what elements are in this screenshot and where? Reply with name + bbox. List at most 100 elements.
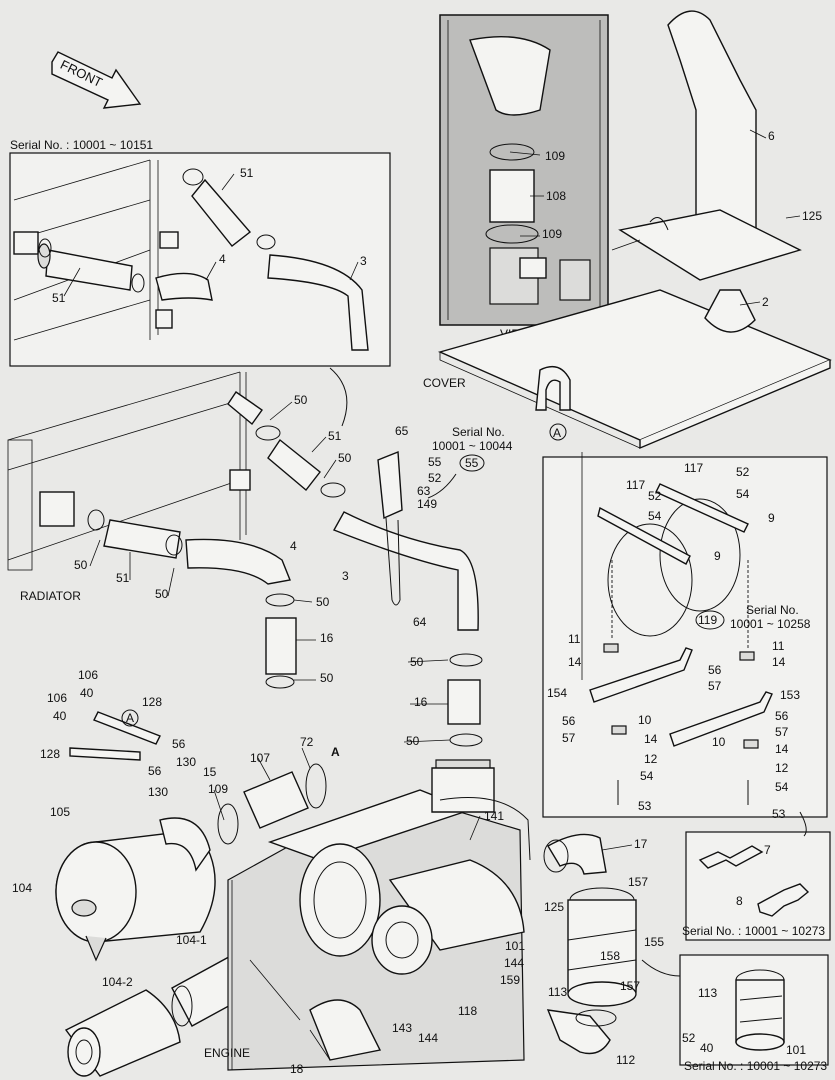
callout-54: 54 bbox=[640, 769, 654, 783]
callout-130: 130 bbox=[148, 785, 168, 799]
callout-52: 52 bbox=[428, 471, 442, 485]
callout-104: 104 bbox=[12, 881, 32, 895]
callout-40: 40 bbox=[80, 686, 94, 700]
callout-101: 101 bbox=[786, 1043, 806, 1057]
air-cleaner bbox=[55, 817, 216, 962]
callout-17: 17 bbox=[634, 837, 648, 851]
callout-106: 106 bbox=[78, 668, 98, 682]
callout-56: 56 bbox=[148, 764, 162, 778]
serial-bracket: Serial No. : 10001 ~ 10273 bbox=[682, 924, 825, 938]
callout-54: 54 bbox=[775, 780, 789, 794]
callout-65: 65 bbox=[395, 424, 409, 438]
callout-64: 64 bbox=[413, 615, 427, 629]
swoosh-arrow bbox=[427, 473, 457, 499]
callout-14: 14 bbox=[775, 742, 789, 756]
filter-element-outer bbox=[64, 989, 181, 1077]
callout-117: 117 bbox=[684, 461, 703, 475]
callout-10: 10 bbox=[712, 735, 726, 749]
callout-18: 18 bbox=[290, 1062, 304, 1076]
callout-4: 4 bbox=[290, 539, 297, 553]
callout-104-1: 104-1 bbox=[176, 933, 207, 947]
main-hoses bbox=[87, 391, 479, 631]
callout-10: 10 bbox=[638, 713, 652, 727]
callout-40: 40 bbox=[53, 709, 67, 723]
callout-51: 51 bbox=[328, 429, 342, 443]
inset-hoses bbox=[37, 168, 369, 351]
callout-3: 3 bbox=[360, 254, 367, 268]
engine-assembly bbox=[227, 767, 531, 1071]
front-arrow: FRONT bbox=[51, 51, 142, 109]
callout-50: 50 bbox=[316, 595, 330, 609]
callout-117: 117 bbox=[626, 478, 645, 492]
callout-54: 54 bbox=[648, 509, 662, 523]
radiator-sketch bbox=[7, 371, 251, 571]
callout-53: 53 bbox=[772, 807, 786, 821]
support-brackets bbox=[589, 560, 773, 805]
callout-144: 144 bbox=[418, 1031, 438, 1045]
callout-9: 9 bbox=[714, 549, 721, 563]
inset-radiator-sketch bbox=[13, 159, 179, 341]
callout-50: 50 bbox=[155, 587, 169, 601]
muffler bbox=[567, 887, 637, 1007]
callout-8: 8 bbox=[736, 894, 743, 908]
callout-105: 105 bbox=[50, 805, 70, 819]
callout-57: 57 bbox=[562, 731, 576, 745]
callout-11: 11 bbox=[568, 632, 581, 646]
callout-16: 16 bbox=[320, 631, 334, 645]
callout-11: 11 bbox=[772, 639, 785, 653]
callout-56: 56 bbox=[562, 714, 576, 728]
serial-muffler: Serial No. : 10001 ~ 10273 bbox=[684, 1059, 827, 1073]
elbow-17 bbox=[543, 833, 607, 875]
callout-141: 141 bbox=[484, 809, 504, 823]
marker-a bbox=[549, 423, 567, 441]
callout-50: 50 bbox=[294, 393, 308, 407]
callout-119-circle bbox=[695, 610, 725, 630]
muffler-detail bbox=[735, 969, 785, 1051]
callout-108: 108 bbox=[546, 189, 566, 203]
callout-159: 159 bbox=[500, 973, 520, 987]
callout-6: 6 bbox=[768, 129, 775, 143]
tailpipe-112 bbox=[546, 1009, 617, 1055]
callout-106: 106 bbox=[47, 691, 67, 705]
callout-157: 157 bbox=[628, 875, 648, 889]
callout-118: 118 bbox=[458, 1004, 477, 1018]
air-cleaner-brackets: A bbox=[69, 709, 161, 761]
serial-119-range: 10001 ~ 10258 bbox=[730, 617, 811, 631]
callout-128: 128 bbox=[40, 747, 60, 761]
callout-3: 3 bbox=[342, 569, 349, 583]
callout-50: 50 bbox=[320, 671, 334, 685]
callout-63: 63 bbox=[417, 484, 431, 498]
callout-51: 51 bbox=[240, 166, 254, 180]
callout-109: 109 bbox=[545, 149, 565, 163]
callout-112: 112 bbox=[616, 1053, 635, 1067]
callout-56: 56 bbox=[775, 709, 789, 723]
inset-clamps bbox=[542, 456, 828, 818]
callout-104-2: 104-2 bbox=[102, 975, 133, 989]
callout-57: 57 bbox=[775, 725, 789, 739]
callout-7: 7 bbox=[764, 843, 771, 857]
cover-plate bbox=[437, 289, 832, 450]
callout-56: 56 bbox=[708, 663, 722, 677]
callout-157: 157 bbox=[620, 979, 640, 993]
callout-155: 155 bbox=[644, 935, 664, 949]
callout-113: 113 bbox=[698, 986, 717, 1000]
clamp-rings bbox=[597, 483, 749, 637]
coupler-16-left bbox=[265, 593, 297, 689]
swoosh-arrow bbox=[329, 367, 348, 427]
callout-14: 14 bbox=[644, 732, 658, 746]
marker-a-label: A bbox=[331, 745, 340, 759]
intake-tube bbox=[217, 763, 327, 845]
callout-158: 158 bbox=[600, 949, 620, 963]
engine-label: ENGINE bbox=[204, 1046, 250, 1060]
callout-50: 50 bbox=[338, 451, 352, 465]
callout-56: 56 bbox=[172, 737, 186, 751]
callout-113: 113 bbox=[548, 985, 567, 999]
callout-2: 2 bbox=[762, 295, 769, 309]
callout-101: 101 bbox=[505, 939, 525, 953]
exhaust-stack bbox=[618, 10, 802, 281]
marker-a-label: A bbox=[553, 426, 561, 440]
callout-14: 14 bbox=[772, 655, 786, 669]
callout-52: 52 bbox=[682, 1031, 696, 1045]
callout-154: 154 bbox=[547, 686, 567, 700]
